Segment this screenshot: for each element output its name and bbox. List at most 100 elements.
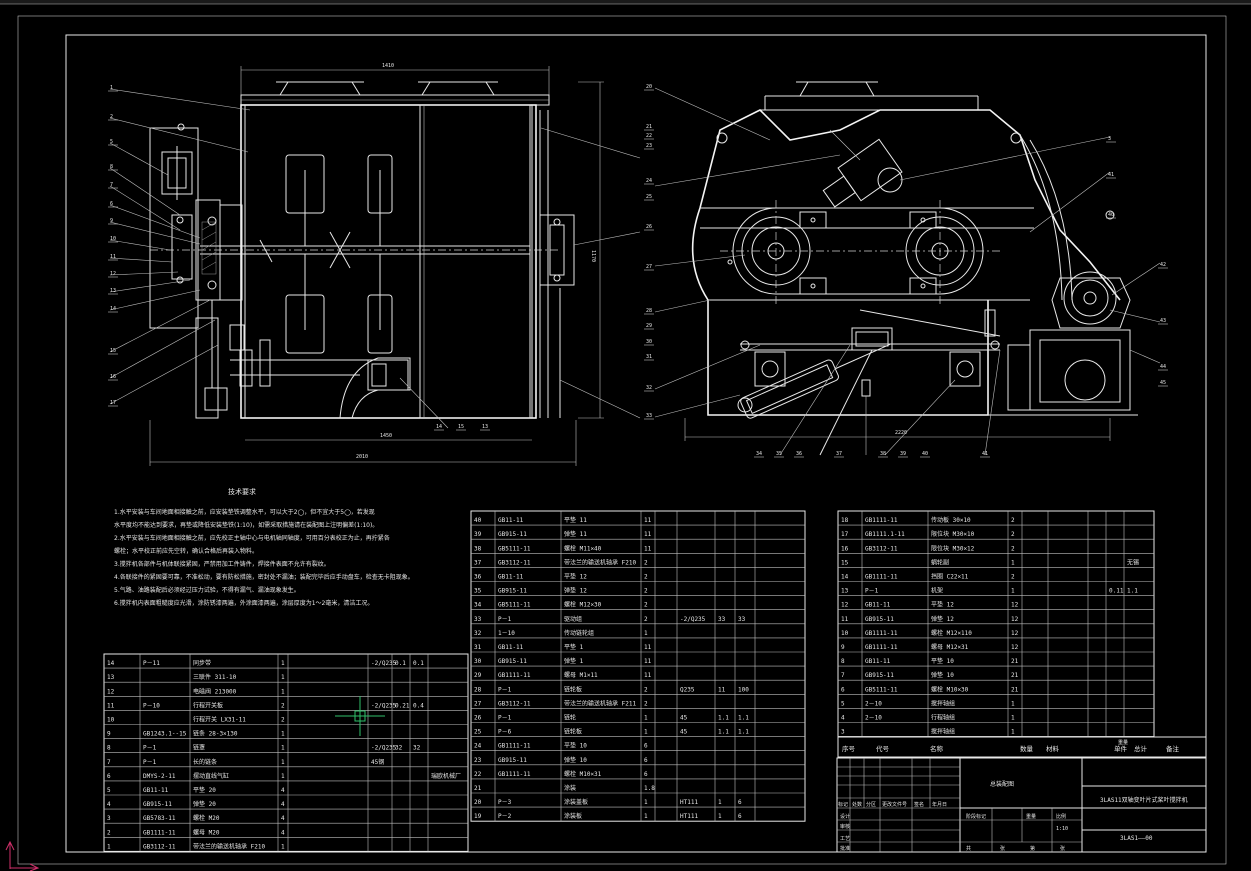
bom-header-cell: 代号	[876, 744, 890, 753]
callout-label: 13	[110, 288, 116, 294]
callout-label: 10	[110, 236, 116, 242]
bom-cell: 限位块 M30×10	[931, 530, 975, 538]
bom-cell: -2/Q235	[371, 745, 397, 752]
bom-cell: 链罩	[193, 744, 205, 752]
bom-cell: 1	[281, 731, 285, 738]
bom-cell: 14	[841, 574, 849, 581]
title-header-label: 签名	[914, 801, 924, 808]
bom-cell: GB915-11	[865, 672, 894, 679]
bom-cell: 弹垫 10	[564, 756, 587, 764]
bom-cell: 长的链条	[193, 758, 217, 766]
bom-cell: 1.1	[718, 715, 729, 722]
requirement-line: 4.各联接件的紧固要可靠，不准松动，要有防松措施，密封处不漏油；装配完毕后应手动…	[114, 573, 414, 581]
title-header-label: 标记	[838, 801, 848, 808]
bom-cell: 9	[841, 644, 845, 651]
callout-label: 26	[646, 224, 652, 230]
bom-cell: GB11-11	[498, 644, 524, 651]
bom-cell: GB1111-11	[498, 743, 531, 750]
cad-crosshair-cursor[interactable]	[335, 696, 385, 736]
callout-label: 23	[646, 143, 652, 149]
bom-cell: 传动链轮组	[564, 629, 594, 637]
bom-cell: 螺栓 M20	[193, 814, 220, 822]
bom-cell: 1	[1011, 729, 1015, 736]
bom-cell: 32	[395, 745, 403, 752]
bom-cell: 1	[644, 715, 648, 722]
requirement-line: 1.水平安装与车间地面相接触之前，应安装垫铁调整水平，可以大于2◯，但不宜大于5…	[114, 508, 375, 516]
sheet-frame	[65, 34, 1207, 853]
bom-cell: HT111	[680, 799, 698, 806]
bom-cell: 4	[841, 715, 845, 722]
callout-label: 27	[646, 264, 652, 270]
bom-cell: 11	[107, 702, 115, 709]
callout-label: 37	[836, 451, 842, 457]
bom-header-cell: 名称	[930, 744, 944, 753]
bom-cell: P－3	[498, 799, 512, 806]
title-scale: 1:10	[1056, 826, 1068, 832]
bom-cell: 行程开关 LX31-11	[193, 716, 246, 724]
bom-cell: GB915-11	[498, 588, 527, 595]
bom-cell: 行程轴组	[931, 714, 955, 722]
bom-cell: GB3112-11	[143, 843, 176, 850]
bom-cell: 29	[474, 672, 482, 679]
bom-cell: 38	[474, 545, 482, 552]
bom-cell: 2	[644, 700, 648, 707]
bom-cell: 0.1	[395, 660, 406, 667]
requirement-line: 2.水平安装与车间地面相接触之前，应先校正主轴中心与电机轴同轴度，可用百分表校正…	[114, 534, 390, 542]
bom-cell: 链轮	[564, 714, 576, 722]
sheet-outer-border	[17, 15, 1227, 865]
bom-cell: 2	[644, 686, 648, 693]
bom-cell: 弹垫 12	[564, 587, 587, 595]
bom-cell: GB915-11	[143, 801, 172, 808]
dim-bottom-overall: 2010	[356, 454, 368, 460]
bom-cell: 39	[474, 531, 482, 538]
bom-cell: 电磁阀 213000	[193, 687, 237, 695]
callout-label: 14	[436, 424, 442, 430]
callout-label: 13	[482, 424, 488, 430]
bom-cell: 链条 28-3×130	[193, 730, 238, 738]
bom-cell: 31	[474, 644, 482, 651]
requirements-heading: 技术要求	[228, 487, 256, 496]
bom-cell: 限位块 M30×12	[931, 544, 975, 552]
title-sheet-label: 张	[1060, 845, 1065, 852]
bom-cell: 21	[1011, 686, 1019, 693]
bom-cell: 1	[281, 660, 285, 667]
bom-cell: 4	[107, 801, 111, 808]
title-header-label: 处数	[852, 801, 862, 808]
bom-cell: 34	[474, 602, 482, 609]
bom-cell: GB915-11	[865, 616, 894, 623]
bom-cell: 12	[1011, 630, 1019, 637]
bom-cell: 11	[644, 531, 652, 538]
bom-header-cell: 备注	[1166, 744, 1180, 753]
callout-label: 5	[110, 139, 113, 145]
title-role-label: 批准	[840, 845, 850, 852]
bom-cell: GB3112-11	[498, 559, 531, 566]
dim-side-bottom: 2220	[895, 430, 907, 436]
title-main: 3LAS11双轴变叶片式桨叶搅拌机	[1100, 796, 1188, 804]
bom-cell: 0.4	[413, 702, 424, 709]
bom-cell: 21	[1011, 658, 1019, 665]
requirement-line: 5.气路、油路装配后必须经过压力试验，不得有漏气、漏油现象发生。	[114, 586, 300, 594]
bom-cell: 21	[474, 785, 482, 792]
title-stage-label: 阶段标记	[966, 813, 986, 820]
bom-cell: 33	[718, 616, 726, 623]
bom-cell: 37	[474, 559, 482, 566]
bom-cell: 6	[738, 813, 742, 820]
bom-cell: 6	[738, 799, 742, 806]
bom-cell: 1	[644, 813, 648, 820]
bom-cell: 13	[841, 588, 849, 595]
bom-cell: 6	[644, 743, 648, 750]
bom-cell: 1	[718, 813, 722, 820]
callout-label: 15	[458, 424, 464, 430]
bom-cell: 1	[281, 745, 285, 752]
bom-cell: 涂装盖板	[564, 798, 588, 806]
bom-header-weight: 重量	[1118, 739, 1128, 746]
bom-cell: GB11-11	[143, 787, 169, 794]
bom-cell: 100	[738, 686, 749, 693]
bom-cell: 6	[644, 771, 648, 778]
bom-cell: Q235	[680, 686, 695, 693]
bom-cell: 弹垫 10	[931, 671, 954, 679]
